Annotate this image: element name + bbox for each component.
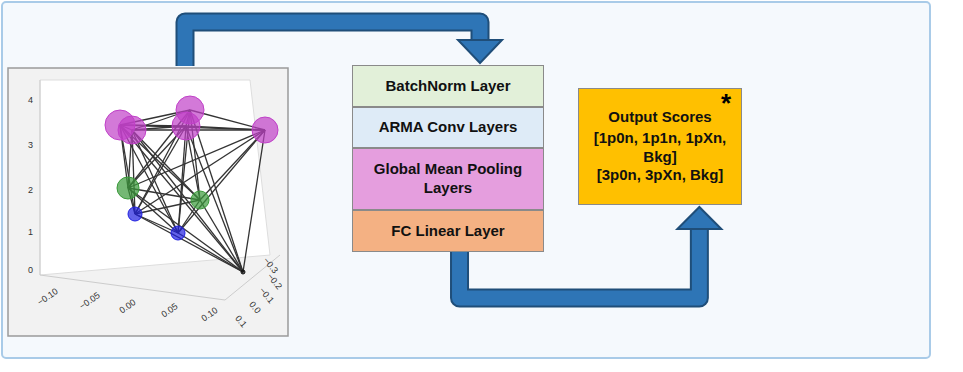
output-title: Output Scores bbox=[608, 108, 711, 127]
plot-frame bbox=[8, 68, 288, 336]
node-text: FC Linear Layer bbox=[391, 222, 504, 241]
layer-box: FC Linear Layer bbox=[352, 210, 544, 252]
graph-plot bbox=[40, 80, 280, 300]
node-text: Global Mean Pooling Layers bbox=[361, 160, 535, 198]
node-text: BatchNorm Layer bbox=[385, 77, 510, 96]
node-text: [1p0n, 1p1n, 1pXn, Bkg] bbox=[587, 129, 733, 167]
footnote-mark: * bbox=[721, 90, 731, 116]
layer-box: Global Mean Pooling Layers bbox=[352, 148, 544, 210]
panel bbox=[2, 2, 930, 358]
axis-tick: 0 bbox=[28, 266, 33, 275]
layer-box: ARMA Conv Layers bbox=[352, 107, 544, 148]
input-arrow bbox=[185, 22, 502, 66]
axis-tick: 1 bbox=[28, 228, 33, 237]
layer-box: BatchNorm Layer bbox=[352, 65, 544, 107]
node-text: [3p0n, 3pXn, Bkg] bbox=[597, 166, 724, 185]
node-text: ARMA Conv Layers bbox=[379, 118, 518, 137]
axis-tick: 2 bbox=[28, 186, 33, 195]
axis-tick: 4 bbox=[28, 96, 33, 105]
axis-tick: 3 bbox=[28, 141, 33, 150]
output-box: Output Scores [1p0n, 1p1n, 1pXn, Bkg][3p0… bbox=[578, 88, 742, 205]
